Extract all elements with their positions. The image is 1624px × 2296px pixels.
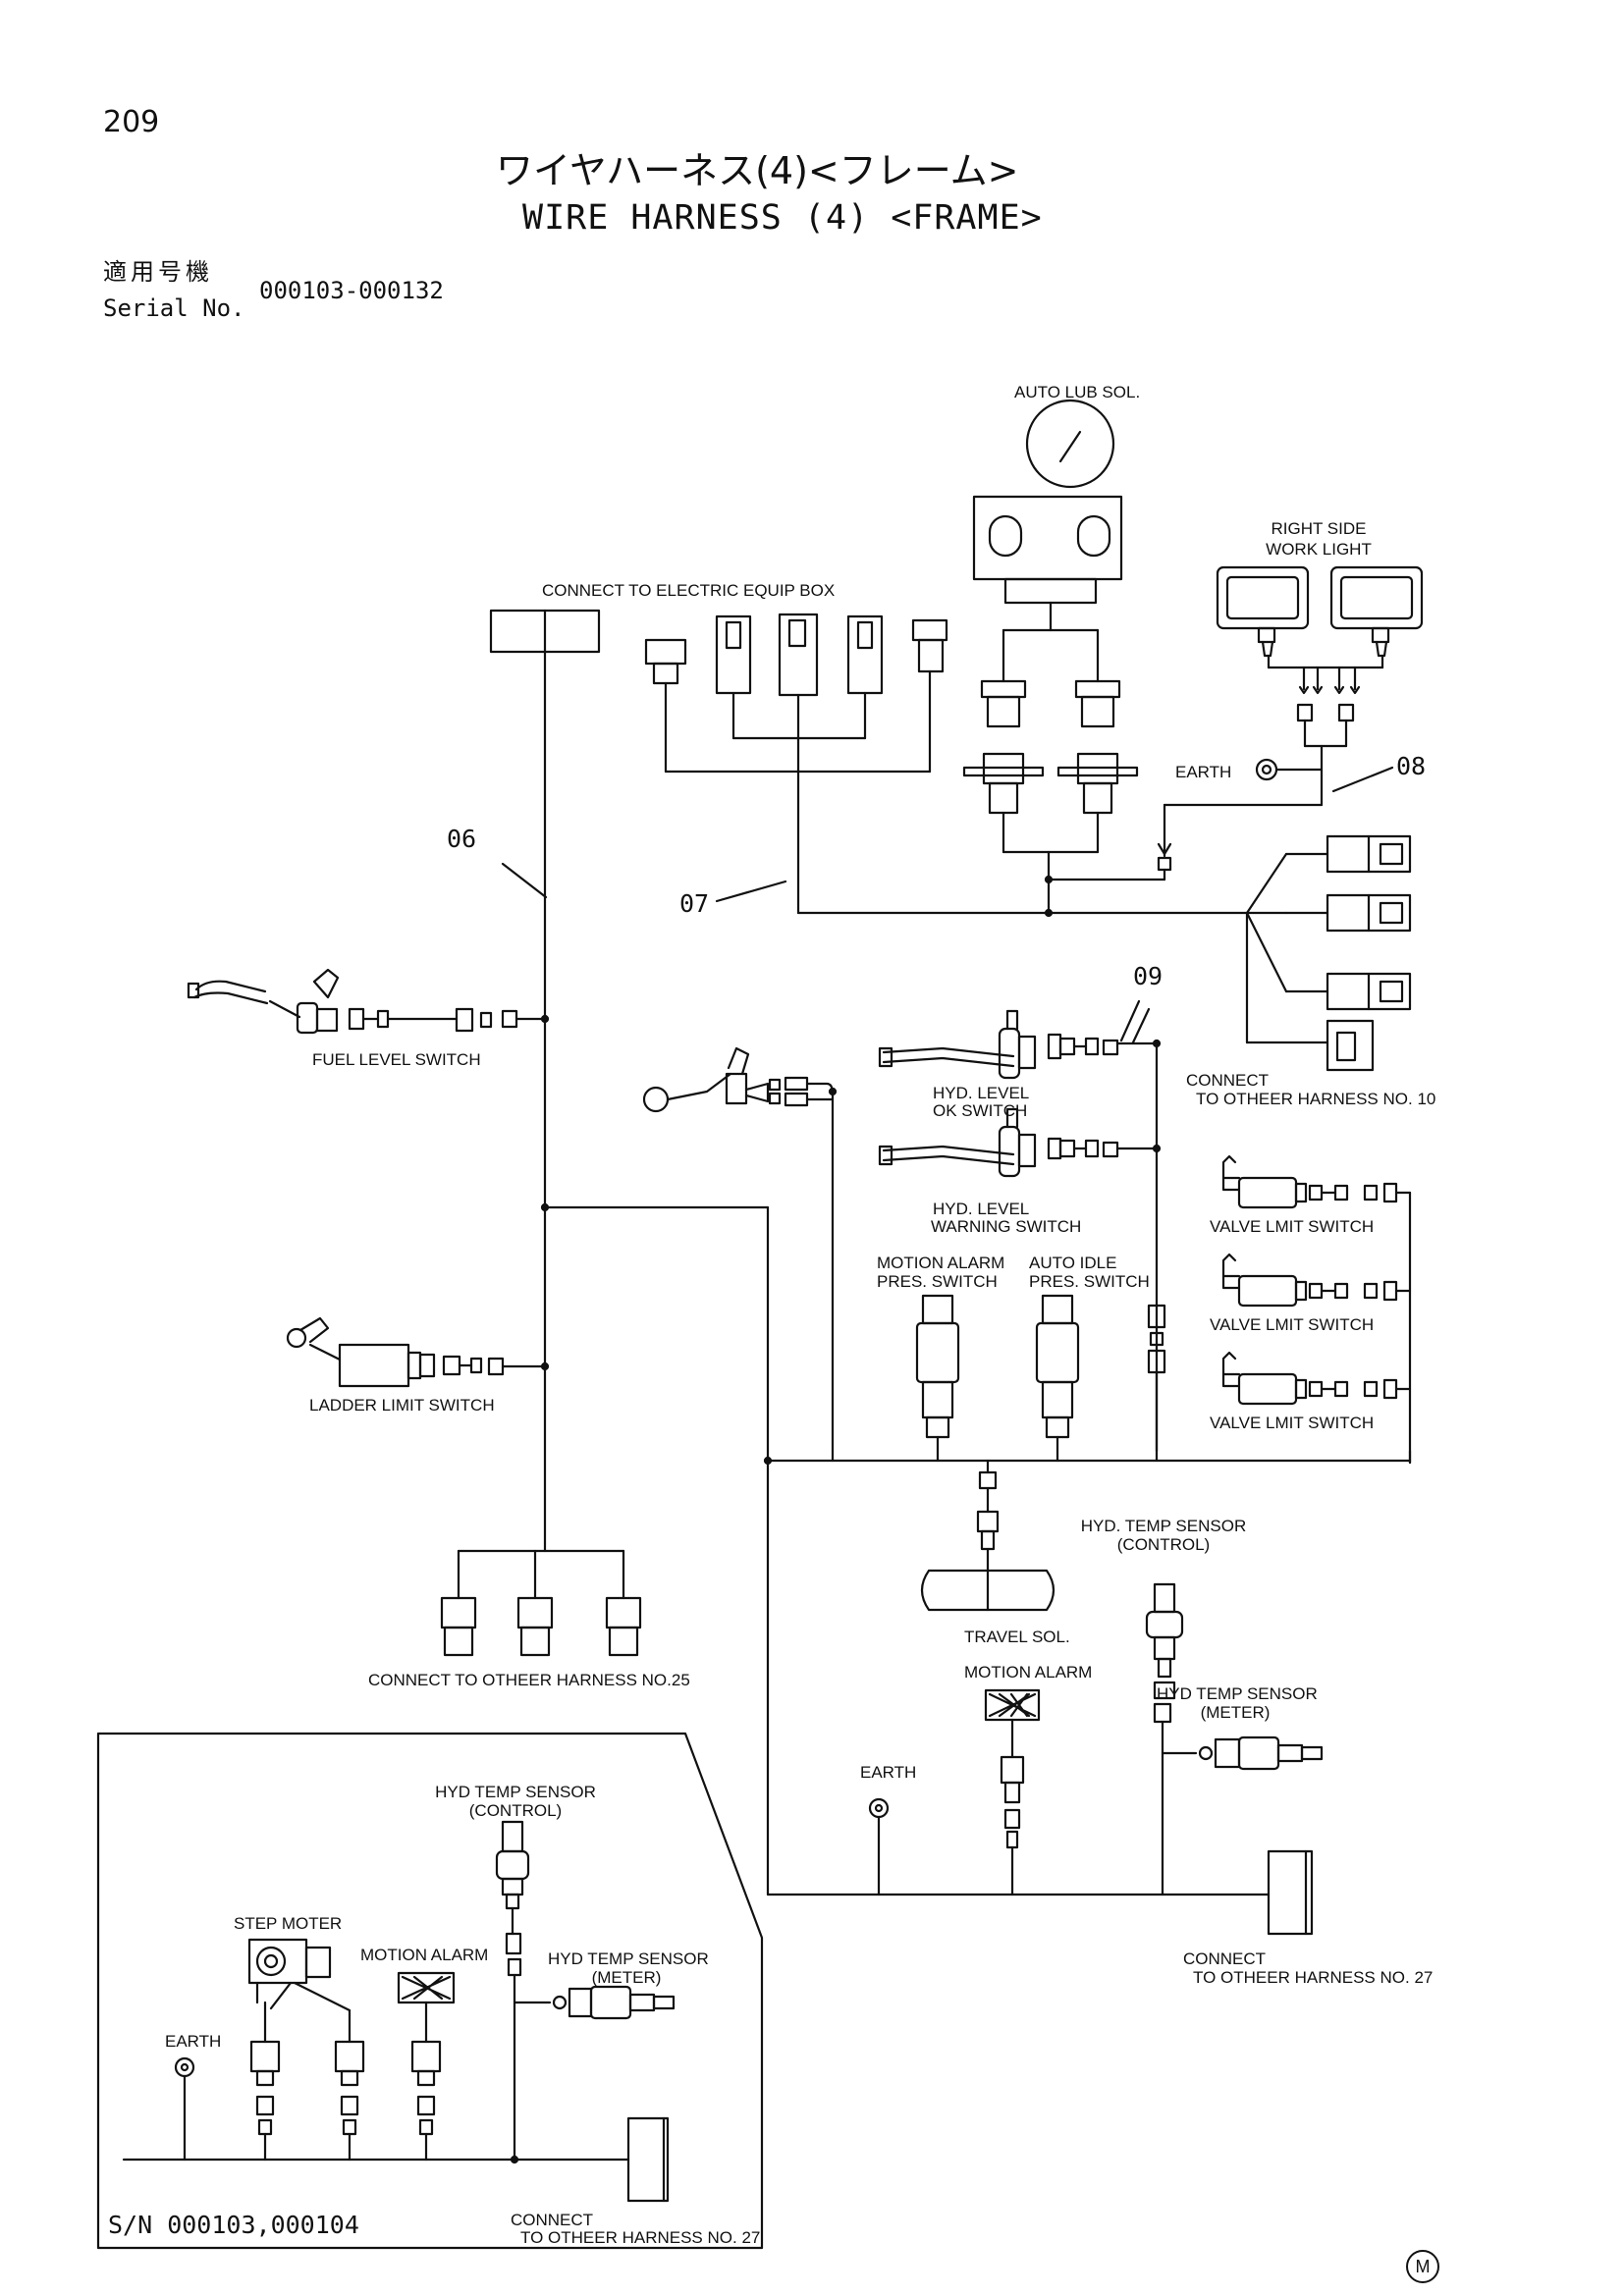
float-switch <box>642 1046 838 1453</box>
title-english: WIRE HARNESS (4) <FRAME> <box>522 198 1043 238</box>
label-motion-alarm-pres-2: PRES. SWITCH <box>877 1272 998 1291</box>
harness-09 <box>878 999 1166 1453</box>
earth-symbol-main <box>868 1797 890 1819</box>
inset-label-hyd-temp-meter-2: (METER) <box>591 1968 662 1987</box>
label-travel-sol: TRAVEL SOL. <box>964 1628 1070 1646</box>
inset-label-earth: EARTH <box>165 2032 222 2051</box>
page-number: 209 <box>103 105 160 139</box>
label-hyd-temp-meter-2: (METER) <box>1200 1703 1271 1722</box>
label-connect-27-a: CONNECT <box>1183 1949 1267 1968</box>
inset-label-step-moter: STEP MOTER <box>234 1914 343 1933</box>
harness-06-trunk <box>489 609 601 1545</box>
label-ladder-limit-switch: LADDER LIMIT SWITCH <box>309 1396 495 1415</box>
main-bus <box>763 1449 1412 1896</box>
harness-number-09: 09 <box>1133 962 1164 990</box>
label-connect-10-b: TO OTHEER HARNESS NO. 10 <box>1196 1090 1436 1108</box>
label-work-light: WORK LIGHT <box>1266 540 1372 559</box>
inset-label-connect-27-a: CONNECT <box>511 2211 594 2229</box>
connector-harness-27 <box>1267 1849 1314 1936</box>
inset-label-connect-27-b: TO OTHEER HARNESS NO. 27 <box>520 2228 761 2247</box>
label-motion-alarm: MOTION ALARM <box>964 1663 1093 1682</box>
harness-number-06: 06 <box>447 825 477 853</box>
harness-number-07: 07 <box>679 889 710 918</box>
label-valve-limit-switch-2: VALVE LMIT SWITCH <box>1210 1315 1375 1334</box>
label-connect-10-a: CONNECT <box>1186 1071 1270 1090</box>
inset-label-motion-alarm: MOTION ALARM <box>360 1946 489 1964</box>
publisher-mark: M <box>1406 2250 1439 2283</box>
label-auto-idle-2: PRES. SWITCH <box>1029 1272 1150 1291</box>
label-hyd-level-warn-2: WARNING SWITCH <box>931 1217 1082 1236</box>
travel-sol <box>920 1459 1056 1612</box>
serial-range: 000103-000132 <box>259 277 444 304</box>
label-hyd-temp-control-2: (CONTROL) <box>1116 1535 1211 1554</box>
label-connect-electric-equip-box: CONNECT TO ELECTRIC EQUIP BOX <box>542 581 836 600</box>
label-right-side: RIGHT SIDE <box>1271 519 1367 538</box>
motion-alarm <box>984 1688 1041 1896</box>
label-earth-main: EARTH <box>860 1763 917 1782</box>
valve-limit-switches <box>1221 1154 1412 1465</box>
connectors-harness-10 <box>1245 834 1412 1072</box>
label-connect-25: CONNECT TO OTHEER HARNESS NO.25 <box>368 1671 690 1689</box>
label-valve-limit-switch-1: VALVE LMIT SWITCH <box>1210 1217 1375 1236</box>
serial-label-japanese: 適用号機 <box>103 258 213 286</box>
harness-07 <box>644 613 1249 915</box>
auto-lub-sol <box>962 399 1166 918</box>
label-hyd-temp-control-1: HYD. TEMP SENSOR <box>1080 1517 1247 1535</box>
hyd-temp-sensor-control <box>1145 1582 1324 1896</box>
label-hyd-level-ok-1: HYD. LEVEL <box>933 1084 1030 1102</box>
pressure-switches <box>915 1294 1080 1463</box>
fuel-level-switch <box>187 968 550 1035</box>
label-motion-alarm-pres-1: MOTION ALARM <box>877 1254 1005 1272</box>
label-hyd-level-ok-2: OK SWITCH <box>933 1101 1028 1120</box>
inset-label-hyd-temp-control-1: HYD TEMP SENSOR <box>435 1783 596 1801</box>
label-earth-top: EARTH <box>1175 763 1232 781</box>
harness-number-08: 08 <box>1396 752 1427 780</box>
label-auto-idle-1: AUTO IDLE <box>1029 1254 1117 1272</box>
ladder-limit-switch <box>286 1316 550 1388</box>
label-fuel-level-switch: FUEL LEVEL SWITCH <box>312 1050 481 1069</box>
label-hyd-level-warn-1: HYD. LEVEL <box>933 1200 1030 1218</box>
label-auto-lub-sol: AUTO LUB SOL. <box>1014 383 1141 401</box>
label-valve-limit-switch-3: VALVE LMIT SWITCH <box>1210 1414 1375 1432</box>
inset-label-hyd-temp-control-2: (CONTROL) <box>468 1801 563 1820</box>
inset-serial-number: S/N 000103,000104 <box>108 2211 359 2239</box>
label-hyd-temp-meter-1: HYD TEMP SENSOR <box>1157 1684 1318 1703</box>
serial-label: Serial No. <box>103 294 245 322</box>
title-japanese: ワイヤハーネス(4)<フレーム> <box>496 149 1019 192</box>
right-side-work-light <box>1157 565 1424 881</box>
label-connect-27-b: TO OTHEER HARNESS NO. 27 <box>1193 1968 1434 1987</box>
inset-variant-box <box>96 1732 764 2250</box>
connectors-harness-25 <box>440 1541 642 1657</box>
inset-label-hyd-temp-meter-1: HYD TEMP SENSOR <box>548 1949 709 1968</box>
